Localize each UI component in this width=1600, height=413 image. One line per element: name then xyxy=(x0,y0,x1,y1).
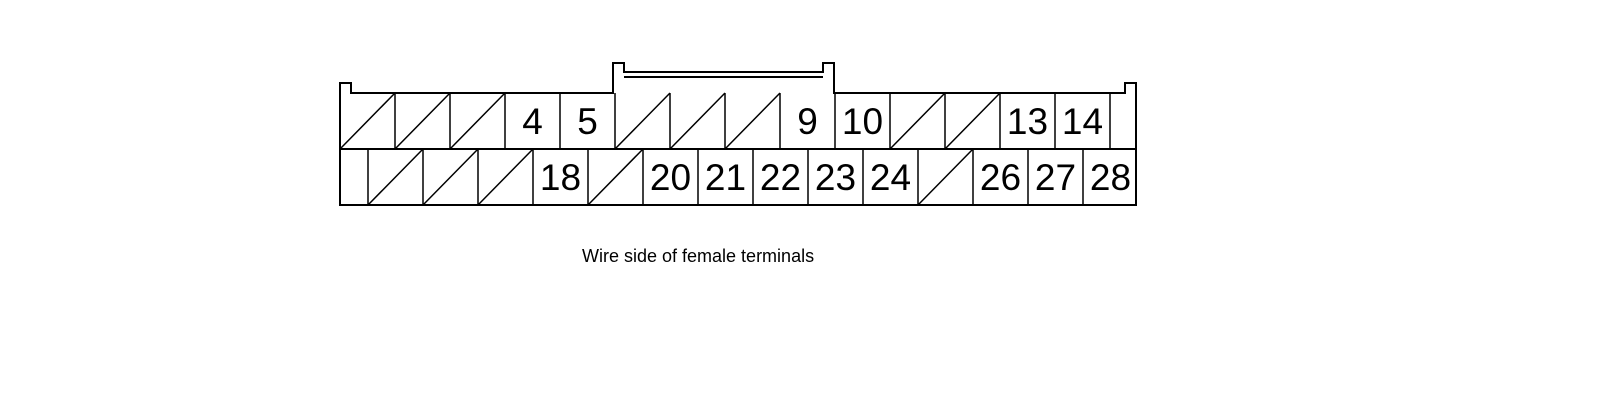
pin-label-26: 26 xyxy=(980,157,1021,198)
empty-cavity-slash xyxy=(339,92,396,150)
pin-label-21: 21 xyxy=(705,157,746,198)
pin-label-5: 5 xyxy=(577,101,598,142)
pin-label-14: 14 xyxy=(1062,101,1103,142)
empty-cavity-slash xyxy=(587,148,644,206)
pin-label-9: 9 xyxy=(797,101,818,142)
pin-label-20: 20 xyxy=(650,157,691,198)
pin-label-10: 10 xyxy=(842,101,883,142)
housing-outline xyxy=(339,62,1137,206)
empty-cavity-slash xyxy=(614,92,671,150)
empty-cavity-slash xyxy=(394,92,451,150)
empty-cavity-slash xyxy=(917,148,974,206)
empty-cavity-slash xyxy=(944,92,1001,150)
empty-cavity-slash xyxy=(724,92,781,150)
pin-label-4: 4 xyxy=(522,101,543,142)
empty-cavity-slash xyxy=(477,148,534,206)
empty-cavity-slash xyxy=(669,92,726,150)
empty-cavity-slash xyxy=(422,148,479,206)
pin-label-27: 27 xyxy=(1035,157,1076,198)
empty-cavity-slash xyxy=(449,92,506,150)
connector-housing xyxy=(339,62,1137,206)
diagram-caption: Wire side of female terminals xyxy=(582,246,815,266)
empty-cavity-slash xyxy=(889,92,946,150)
pin-label-23: 23 xyxy=(815,157,856,198)
pin-label-28: 28 xyxy=(1090,157,1131,198)
pin-label-13: 13 xyxy=(1007,101,1048,142)
pin-label-18: 18 xyxy=(540,157,581,198)
pin-label-24: 24 xyxy=(870,157,911,198)
pin-label-22: 22 xyxy=(760,157,801,198)
empty-cavity-slash xyxy=(367,148,424,206)
